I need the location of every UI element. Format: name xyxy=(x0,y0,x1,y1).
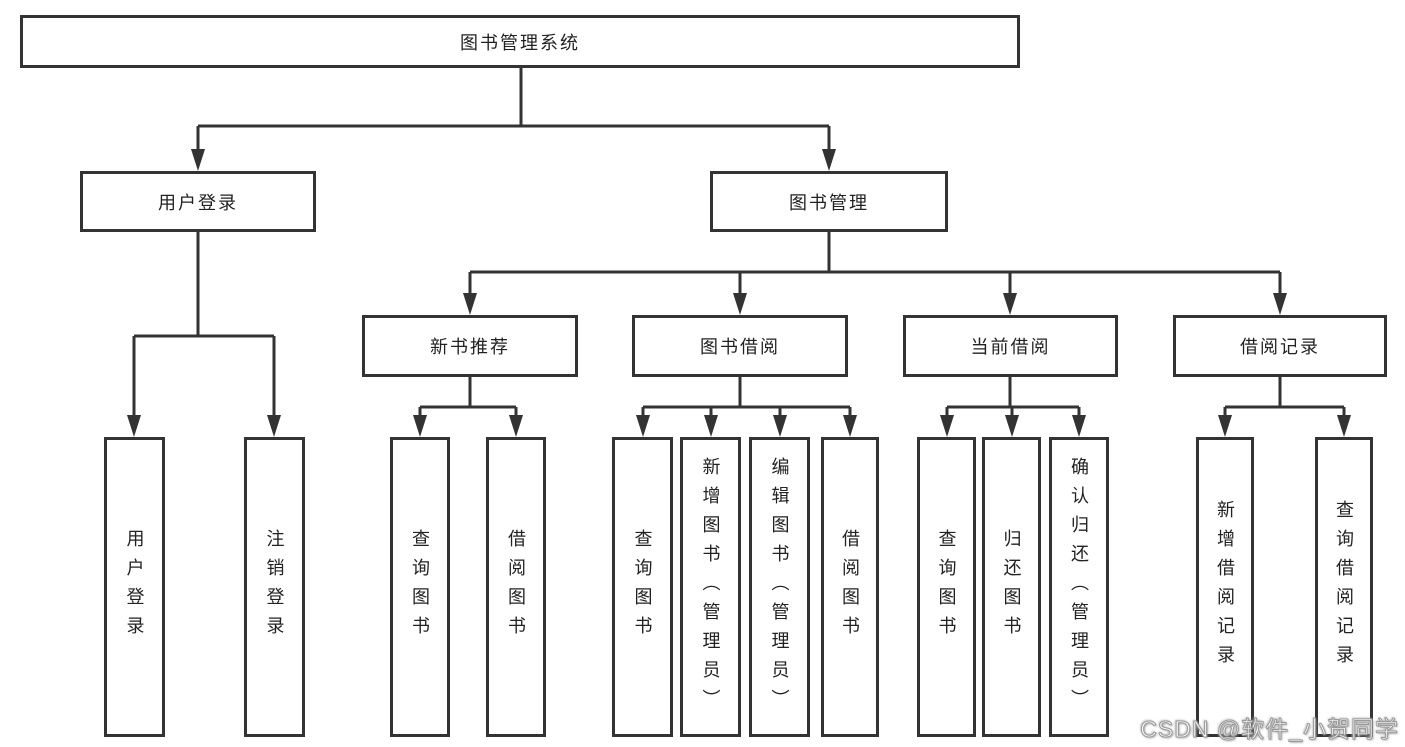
arrow-icon xyxy=(1218,415,1232,437)
arrow-icon xyxy=(509,415,523,437)
node-label: 注销登录 xyxy=(264,529,285,645)
leaf-bb-query-books: 查询图书 xyxy=(612,437,673,737)
node-label: 新书推荐 xyxy=(430,337,510,357)
node-borrow-records: 借阅记录 xyxy=(1173,315,1387,377)
node-label: 查询图书 xyxy=(936,529,957,645)
arrow-icon xyxy=(1273,293,1287,315)
leaf-cb-return-books: 归还图书 xyxy=(982,437,1041,737)
leaf-user-login: 用户登录 xyxy=(104,437,165,737)
node-label: 借阅图书 xyxy=(506,529,526,645)
node-label: 借阅记录 xyxy=(1240,337,1320,357)
arrow-icon xyxy=(463,293,477,315)
arrow-icon xyxy=(822,149,836,171)
node-label: 查询图书 xyxy=(632,529,653,645)
node-label: 图书管理 xyxy=(789,192,869,213)
arrow-icon xyxy=(267,415,281,437)
node-label: 归还图书 xyxy=(1001,529,1022,645)
node-label: 用户登录 xyxy=(124,529,145,645)
connector-current-borrow-children xyxy=(945,377,1081,416)
csdn-watermark: CSDN @软件_小贺同学 xyxy=(1140,716,1399,743)
arrow-icon xyxy=(940,415,954,437)
node-label: 查询图书 xyxy=(410,529,430,645)
connector-borrow-records-children xyxy=(1223,377,1346,416)
leaf-rec-borrow-books: 借阅图书 xyxy=(486,437,546,737)
arrow-icon xyxy=(773,415,787,437)
arrow-icon xyxy=(127,415,141,437)
arrow-icon xyxy=(1005,415,1019,437)
node-label: 新增图书（管理员） xyxy=(700,456,721,718)
arrow-icon xyxy=(1072,415,1086,437)
arrow-icon xyxy=(704,415,718,437)
node-label: 编辑图书（管理员） xyxy=(769,456,790,718)
arrow-icon xyxy=(413,415,427,437)
leaf-cb-confirm-return-admin: 确认归还（管理员） xyxy=(1049,437,1109,737)
node-current-borrow: 当前借阅 xyxy=(903,315,1118,377)
arrow-icon xyxy=(1003,293,1017,315)
node-book-borrow: 图书借阅 xyxy=(632,315,848,377)
node-label: 图书借阅 xyxy=(700,337,780,357)
leaf-rec-query-books: 查询图书 xyxy=(390,437,450,737)
node-library-system: 图书管理系统 xyxy=(20,15,1020,68)
leaf-cb-query-books: 查询图书 xyxy=(917,437,976,737)
arrowheads xyxy=(127,149,1351,437)
leaf-bb-edit-books-admin: 编辑图书（管理员） xyxy=(749,437,810,737)
node-label: 当前借阅 xyxy=(970,337,1051,357)
leaf-bb-add-books-admin: 新增图书（管理员） xyxy=(680,437,741,737)
leaf-logout: 注销登录 xyxy=(244,437,305,737)
arrow-icon xyxy=(1337,415,1351,437)
connector-new-book-rec-children xyxy=(418,377,518,416)
arrow-icon xyxy=(636,415,650,437)
connector-book-borrow-children xyxy=(641,377,852,416)
leaf-br-query-record: 查询借阅记录 xyxy=(1315,437,1373,737)
arrow-icon xyxy=(191,149,205,171)
node-user-login: 用户登录 xyxy=(80,171,316,232)
node-label: 图书管理系统 xyxy=(460,32,580,53)
node-new-book-recommend: 新书推荐 xyxy=(362,315,578,377)
node-label: 确认归还（管理员） xyxy=(1069,456,1089,718)
node-label: 新增借阅记录 xyxy=(1215,500,1235,674)
leaf-br-add-record: 新增借阅记录 xyxy=(1196,437,1254,737)
arrow-icon xyxy=(843,415,857,437)
node-label: 借阅图书 xyxy=(840,529,860,645)
node-label: 查询借阅记录 xyxy=(1334,500,1354,674)
connector-user-login-children xyxy=(132,232,276,416)
leaf-bb-borrow-books: 借阅图书 xyxy=(821,437,879,737)
arrow-icon xyxy=(733,293,747,315)
node-label: 用户登录 xyxy=(158,192,238,213)
node-book-management: 图书管理 xyxy=(710,171,948,232)
connector-root-to-level2 xyxy=(196,67,831,150)
connector-book-mgmt-children xyxy=(468,232,1282,294)
